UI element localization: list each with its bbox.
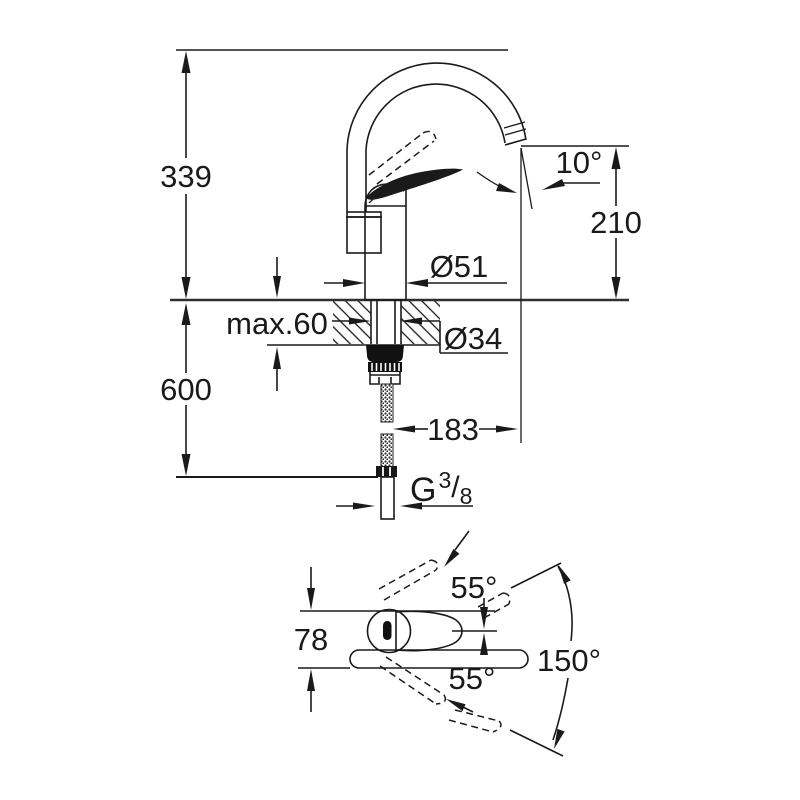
thread-pipe — [380, 476, 395, 520]
shank — [370, 300, 402, 344]
dim-600-label: 600 — [160, 372, 212, 407]
angle-55-down-label: 55° — [449, 661, 496, 696]
spout — [346, 62, 527, 254]
front-view: 339 600 max.60 Ø51 — [160, 49, 642, 520]
handle-raised-dashed — [368, 130, 437, 185]
angle-150-label: 150° — [537, 643, 601, 678]
lever-dashed-down — [379, 656, 447, 705]
dimension-dia51: Ø51 — [324, 249, 507, 287]
spout-swivel-dashed-up — [477, 592, 511, 619]
dim-78-label: 78 — [294, 622, 328, 657]
dim-max60-label: max.60 — [226, 306, 328, 341]
dim-210-label: 210 — [590, 205, 642, 240]
dimension-339: 339 — [160, 51, 212, 299]
angle-55-up-label: 55° — [451, 570, 498, 605]
mounting-nut — [366, 345, 404, 385]
dimension-max60: max.60 — [226, 257, 371, 391]
annotation-55-down: 55° — [446, 633, 496, 713]
hose-fitting — [376, 466, 397, 477]
dim-339-label: 339 — [160, 159, 212, 194]
dim-dia34-label: Ø34 — [444, 321, 503, 356]
annotation-150: 150° — [509, 562, 601, 757]
supply-hose — [376, 383, 397, 520]
dimension-dia34: Ø34 — [400, 317, 508, 356]
handle-plan — [366, 608, 463, 654]
dim-183-label: 183 — [427, 412, 479, 447]
top-view: 78 55° 55° 150° — [294, 530, 601, 757]
angle-10-label: 10° — [556, 145, 603, 180]
spout-plan — [349, 649, 529, 669]
dimension-210: 210 — [521, 145, 642, 299]
dimension-78: 78 — [294, 567, 328, 712]
annotation-thread: G3/8 — [336, 467, 473, 510]
dimension-183: 183 — [393, 412, 518, 447]
dimension-600: 600 — [160, 303, 212, 476]
faucet-body — [364, 182, 407, 301]
spout-swivel-dashed-down — [448, 709, 502, 733]
annotation-10deg: 10° — [476, 145, 603, 443]
lever-dashed-up — [378, 559, 439, 601]
handle-lever — [366, 168, 463, 200]
thread-label: G3/8 — [410, 467, 472, 509]
dim-dia51-label: Ø51 — [430, 249, 489, 284]
annotation-55-up: 55° — [444, 530, 498, 629]
spout-union-box — [346, 211, 382, 254]
